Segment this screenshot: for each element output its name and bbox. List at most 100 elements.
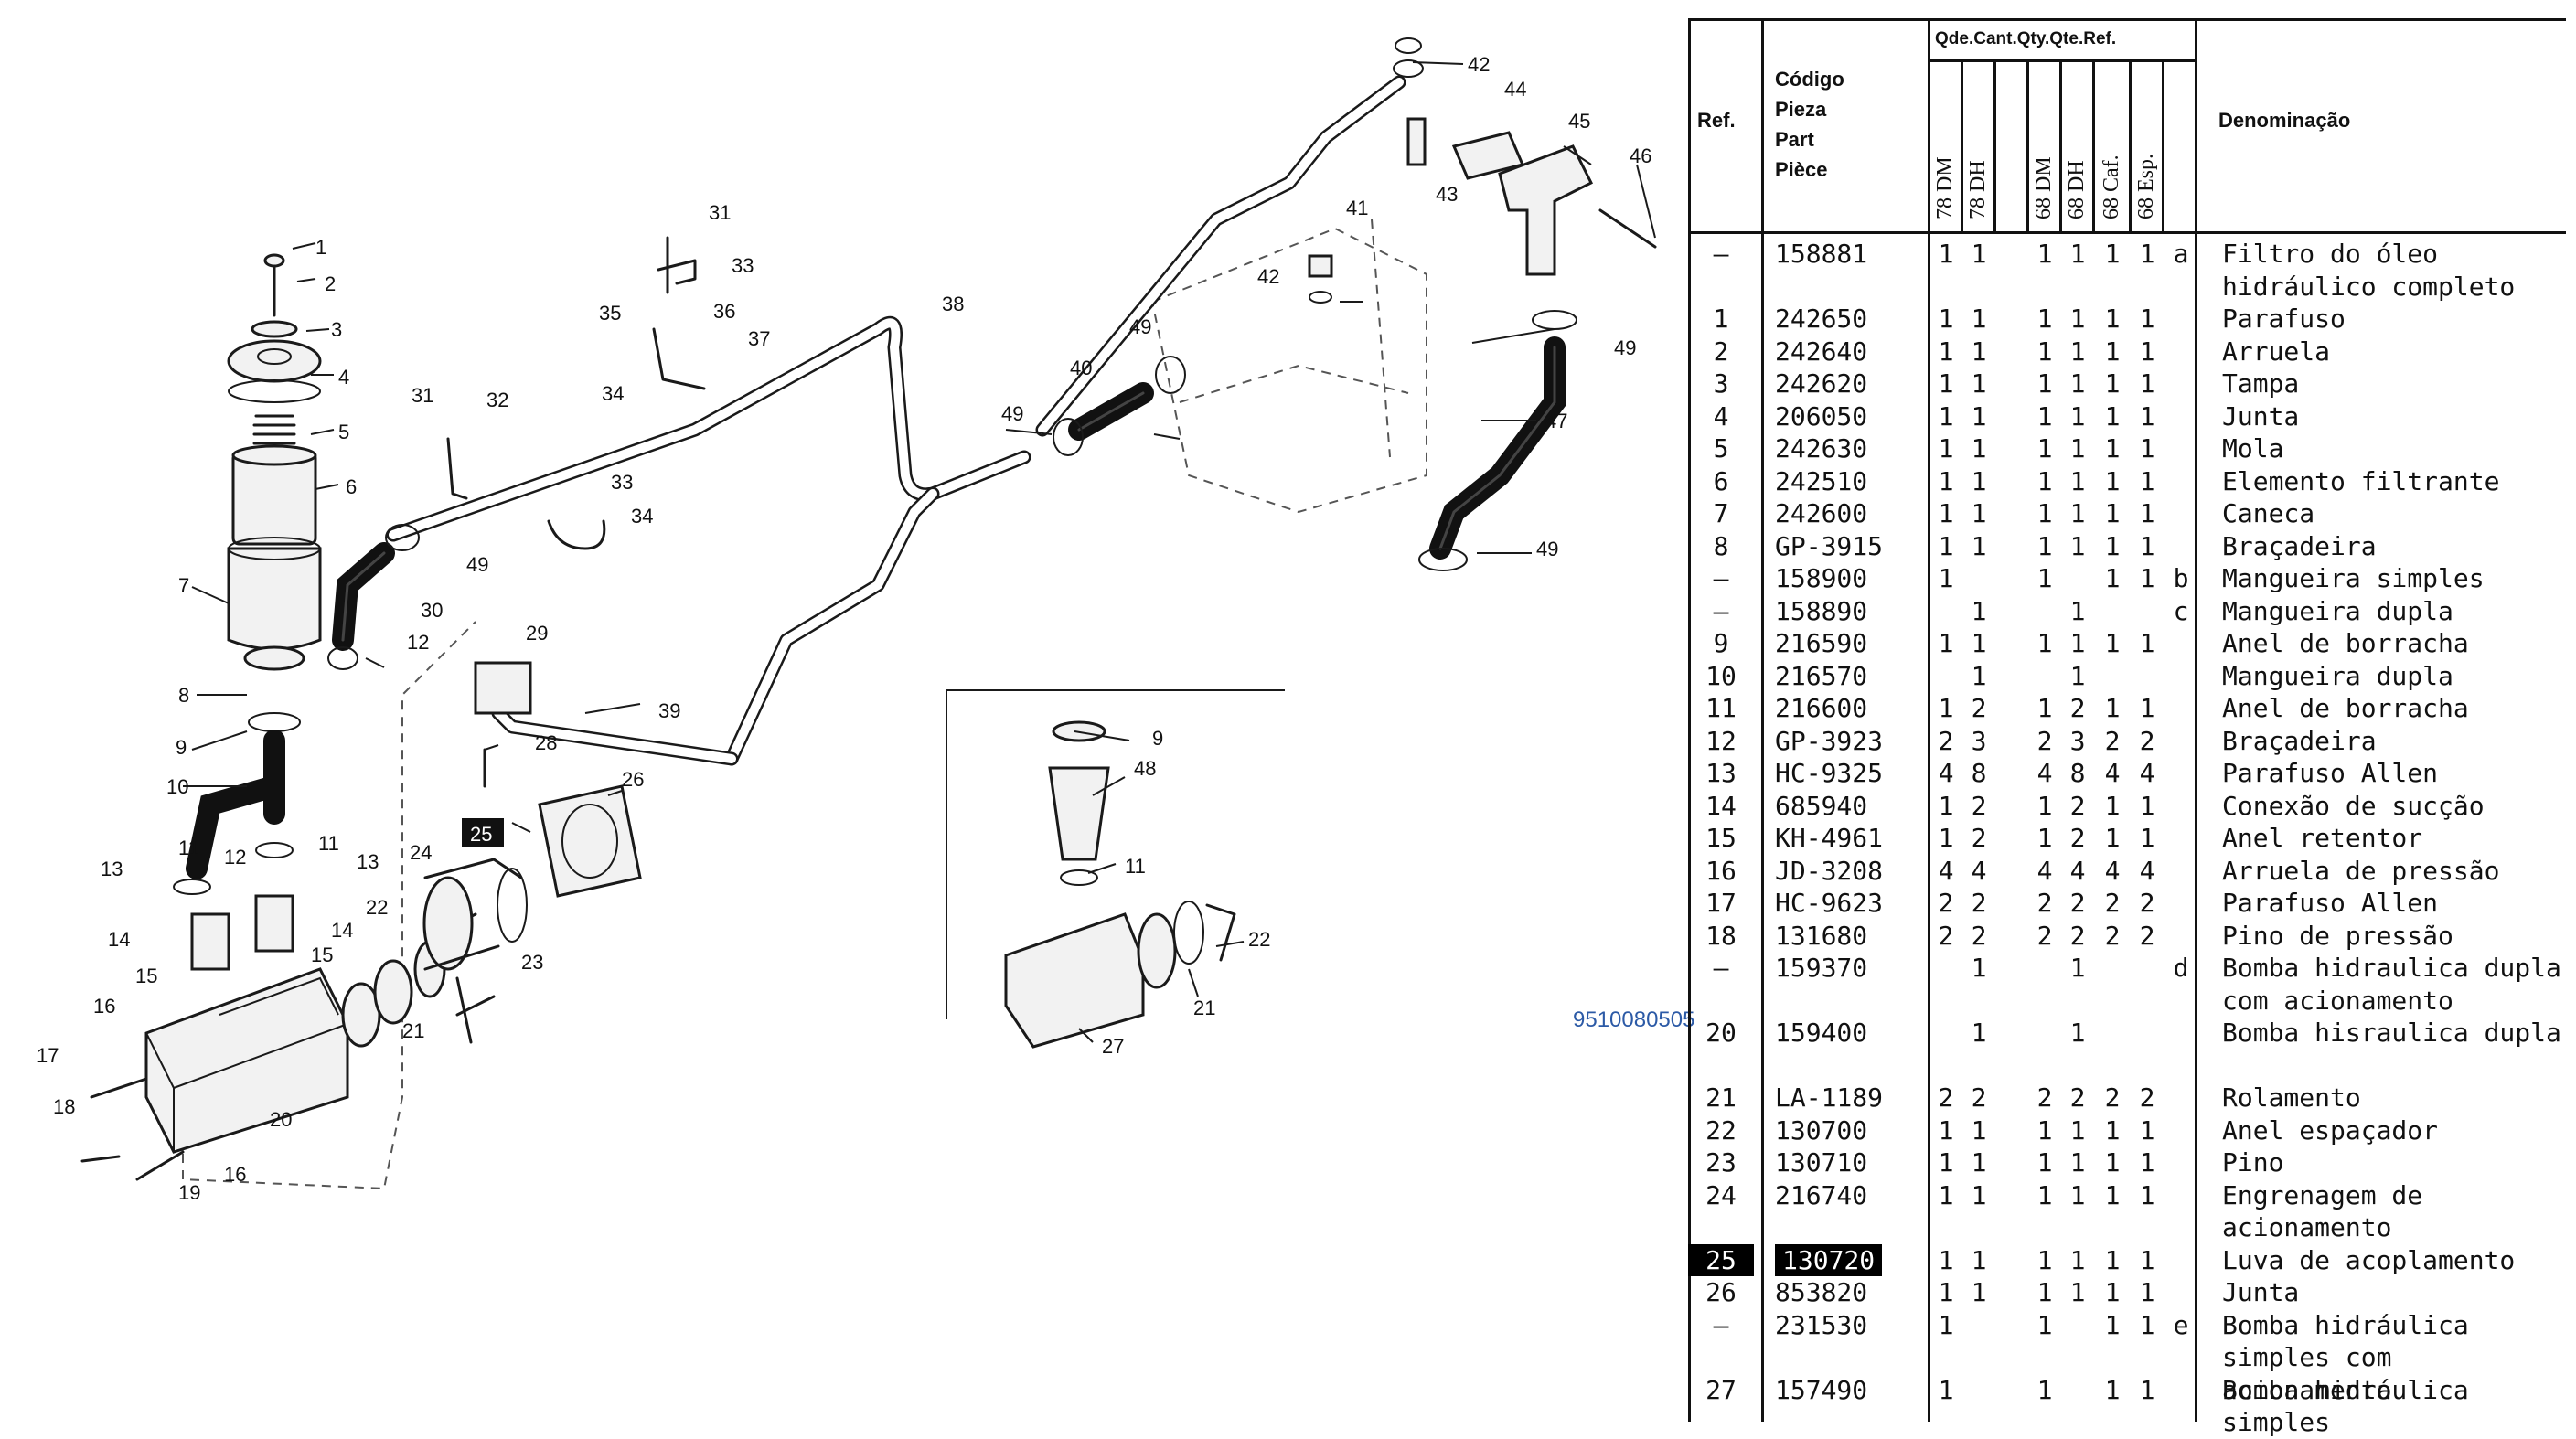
row-part-code: 158890 (1775, 595, 1868, 626)
callout-26: 26 (622, 768, 644, 791)
row-ref: 2 (1713, 336, 1729, 367)
row-description: Anel de borracha (2222, 628, 2469, 658)
row-ref: 21 (1705, 1082, 1737, 1113)
row-ref: 7 (1713, 498, 1729, 528)
row-qty: 2 (1971, 790, 1987, 821)
hydraulic-pump-20 (80, 894, 496, 1181)
row-qty: 2 (2036, 1082, 2053, 1113)
callout-11a: 11 (178, 837, 199, 859)
row-qty: 1 (2139, 1147, 2155, 1178)
row-qty: 1 (2139, 790, 2155, 821)
callout-34a: 34 (602, 382, 624, 405)
row-qty: 1 (2069, 465, 2086, 496)
callout-25-highlight (462, 818, 504, 847)
callout-inset-21: 21 (1193, 997, 1215, 1019)
row-ref: – (1713, 563, 1729, 593)
row-qty: 1 (2069, 433, 2086, 464)
row-qty: 1 (2036, 530, 2053, 561)
callout-15a: 15 (135, 965, 157, 987)
row-qty: 1 (2069, 304, 2086, 334)
row-qty: 1 (1938, 823, 1954, 853)
row-ref: 6 (1713, 465, 1729, 496)
row-qty: 1 (2104, 563, 2121, 593)
row-qty: 1 (2139, 530, 2155, 561)
callout-19: 19 (178, 1181, 200, 1204)
row-qty: 1 (2104, 823, 2121, 853)
row-qty: 1 (2036, 304, 2053, 334)
row-ref: 15 (1705, 823, 1737, 853)
callout-29: 29 (526, 622, 548, 645)
row-qty: 1 (1971, 530, 1987, 561)
row-qty: 1 (2036, 1374, 2053, 1405)
callout-23: 23 (521, 951, 543, 974)
callout-34b: 34 (631, 505, 653, 528)
row-qty: 1 (2104, 1179, 2121, 1210)
row-qty: 1 (1938, 336, 1954, 367)
row-qty: 1 (2069, 1244, 2086, 1275)
callout-40: 40 (1070, 357, 1092, 379)
row-qty: 1 (2139, 1374, 2155, 1405)
row-part-code: GP-3915 (1775, 530, 1884, 561)
row-qty: 1 (2036, 400, 2053, 432)
callout-36: 36 (713, 300, 735, 323)
row-qty: 2 (2036, 888, 2053, 918)
row-qty: 1 (1971, 433, 1987, 464)
row-qty: 1 (2069, 953, 2086, 983)
row-qty: 1 (2069, 660, 2086, 691)
row-qty: 1 (2069, 336, 2086, 367)
row-qty: 1 (2104, 239, 2121, 269)
row-qty: 1 (1938, 304, 1954, 334)
row-qty: 2 (2139, 1082, 2155, 1113)
row-part-code: 158881 (1775, 239, 1868, 269)
row-qty: 2 (2104, 725, 2121, 756)
row-description: Bomba hidráulica simples (2222, 1374, 2469, 1438)
row-qty: 2 (1971, 920, 1987, 951)
row-part-code: 216590 (1775, 628, 1868, 658)
row-qty: 1 (1938, 239, 1954, 269)
row-qty: 1 (1938, 1114, 1954, 1146)
row-ref: 11 (1705, 693, 1737, 723)
row-qty: 1 (2104, 1244, 2121, 1275)
row-ref: 18 (1705, 920, 1737, 951)
row-qty: 1 (1938, 1277, 1954, 1307)
callout-12a: 12 (224, 846, 246, 869)
row-description: Braçadeira (2222, 530, 2377, 561)
row-qty: 1 (2069, 628, 2086, 658)
row-qty: 1 (1971, 1179, 1987, 1210)
row-part-code: 159370 (1775, 953, 1868, 983)
callout-15b: 15 (311, 943, 333, 966)
row-qty: 1 (1971, 239, 1987, 269)
row-qty: 4 (2036, 855, 2053, 886)
row-qty: 4 (1971, 855, 1987, 886)
callout-39: 39 (658, 699, 680, 722)
callout-25: 25 (470, 823, 492, 846)
row-qty: 1 (2104, 1374, 2121, 1405)
inset-single-pump (946, 689, 1285, 1049)
row-ref: 1 (1713, 304, 1729, 334)
row-qty: 3 (2069, 725, 2086, 756)
callout-12b: 12 (407, 631, 429, 654)
callout-18: 18 (53, 1095, 75, 1118)
gasket-44 (1451, 131, 1525, 180)
row-qty: 1 (2069, 1018, 2086, 1048)
row-qty: 1 (1971, 1114, 1987, 1146)
row-qty: 2 (2139, 888, 2155, 918)
row-description: Bomba hisraulica dupla (2222, 1018, 2561, 1048)
drive-gear-24 (422, 858, 528, 1044)
callout-42a: 42 (1257, 265, 1279, 288)
row-qty: 1 (2104, 530, 2121, 561)
callout-32: 32 (486, 389, 508, 411)
row-qty: 1 (1938, 1147, 1954, 1178)
row-description: Anel retentor (2222, 823, 2423, 853)
callout-16a: 16 (93, 995, 115, 1018)
row-part-code: 130720 (1775, 1243, 1883, 1276)
callout-28: 28 (535, 731, 557, 754)
row-qty: 1 (2069, 1179, 2086, 1210)
row-ref: 9 (1713, 628, 1729, 658)
